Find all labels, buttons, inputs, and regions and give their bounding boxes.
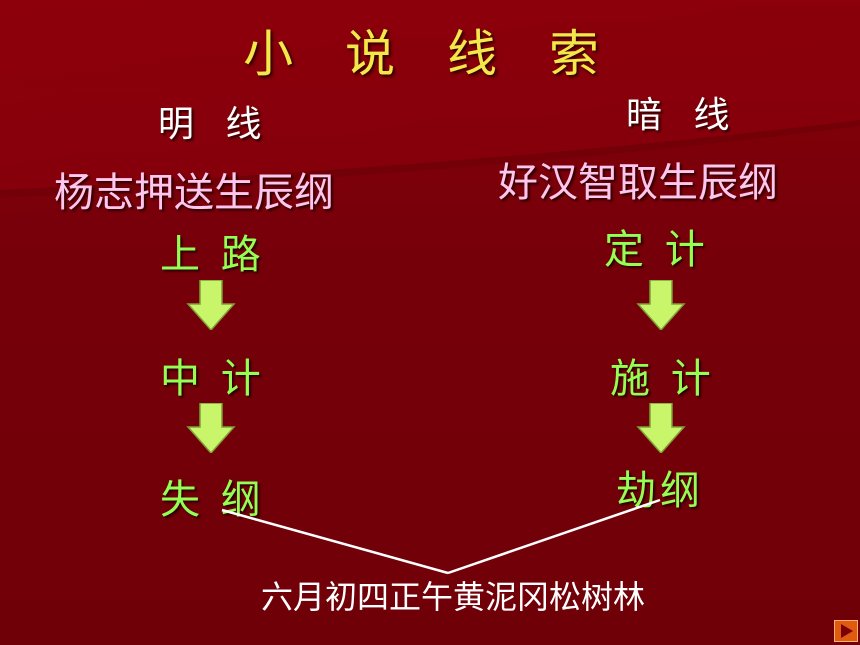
down-arrow-icon [636, 280, 686, 330]
implicit-line-heading: 暗 线 [626, 95, 740, 136]
play-next-icon [841, 624, 853, 638]
explicit-step-1: 上 路 [160, 232, 265, 278]
explicit-step-3: 失 纲 [160, 477, 265, 523]
explicit-step-2: 中 计 [160, 356, 265, 402]
slide-title: 小 说 线 索 [243, 25, 617, 83]
explicit-line-plot: 杨志押送生辰纲 [54, 170, 334, 216]
implicit-line-plot: 好汉智取生辰纲 [498, 160, 778, 206]
down-arrow-icon [186, 403, 236, 453]
explicit-line-heading: 明 线 [158, 104, 272, 145]
implicit-step-3: 劫纲 [616, 468, 704, 514]
down-arrow-icon [636, 403, 686, 453]
meeting-place-label: 六月初四正午黄泥冈松树林 [260, 578, 645, 616]
implicit-step-1: 定 计 [604, 227, 709, 273]
next-slide-button[interactable] [834, 620, 858, 642]
down-arrow-icon [186, 280, 236, 330]
implicit-step-2: 施 计 [610, 356, 715, 402]
